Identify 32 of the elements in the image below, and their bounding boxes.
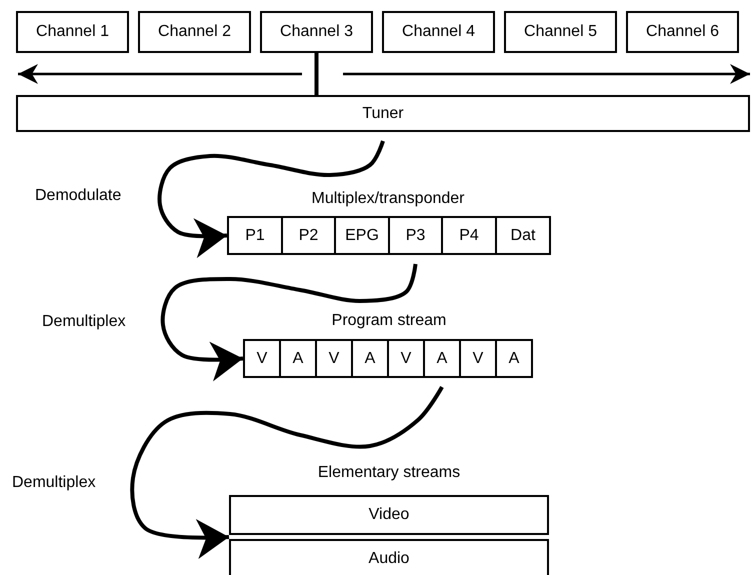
connector-line (314, 53, 318, 95)
packet-cell: EPG (334, 216, 390, 255)
channel-box: Channel 1 (16, 11, 129, 53)
stream-box: Audio (229, 539, 549, 575)
group-heading: Multiplex/transponder (310, 190, 466, 208)
curved-arrow (160, 264, 418, 382)
packet-cell: V (387, 339, 425, 378)
channel-box: Channel 6 (626, 11, 739, 53)
packet-cell: A (279, 339, 317, 378)
stream-box: Tuner (16, 95, 750, 132)
packet-cell: V (459, 339, 497, 378)
packet-cell: V (243, 339, 281, 378)
packet-cell: P4 (441, 216, 497, 255)
edge-label: Demultiplex (42, 313, 126, 331)
edge-label: Demultiplex (12, 474, 96, 492)
channel-box: Channel 2 (138, 11, 251, 53)
packet-cell: V (315, 339, 353, 378)
channel-box: Channel 4 (382, 11, 495, 53)
packet-cell: A (423, 339, 461, 378)
curved-arrow (130, 386, 444, 559)
channel-box: Channel 3 (260, 11, 373, 53)
packet-cell: P1 (227, 216, 283, 255)
stream-box: Video (229, 495, 549, 535)
packet-cell: P3 (388, 216, 443, 255)
packet-cell: A (495, 339, 533, 378)
curved-arrow (158, 140, 385, 258)
packet-cell: P2 (281, 216, 336, 255)
group-heading: Elementary streams (316, 464, 462, 482)
channel-box: Channel 5 (504, 11, 617, 53)
group-heading: Program stream (330, 312, 448, 330)
packet-cell: Dat (495, 216, 551, 255)
packet-cell: A (351, 339, 389, 378)
